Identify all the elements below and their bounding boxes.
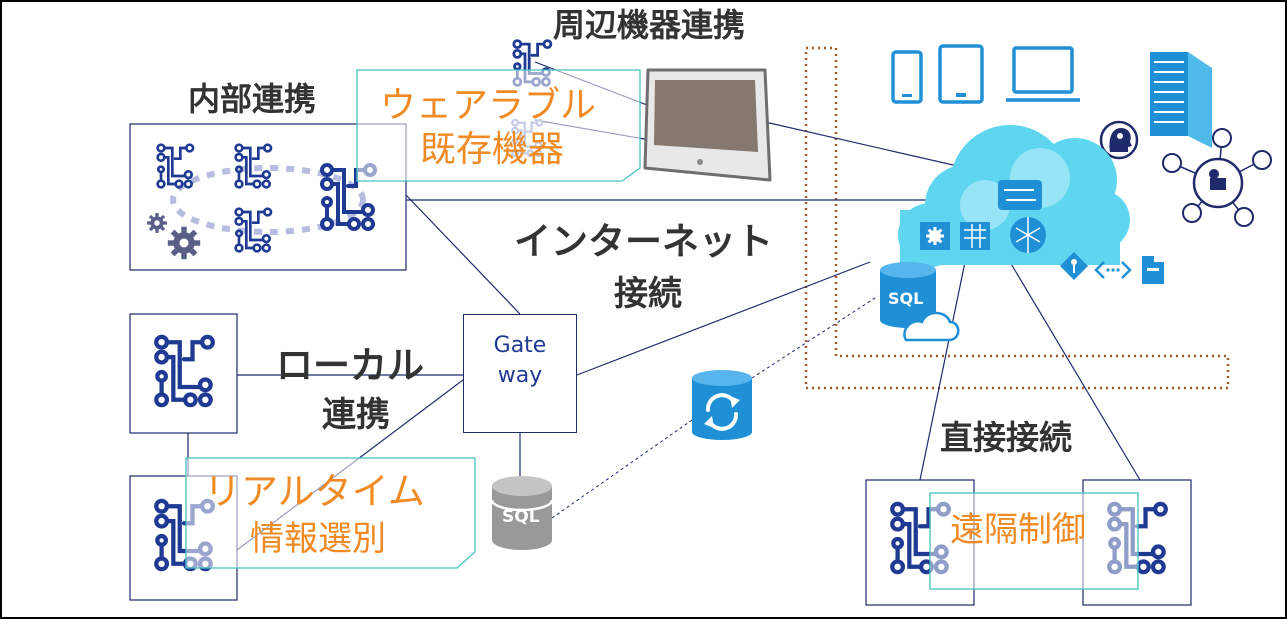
local-link-label: 連携: [322, 395, 390, 435]
gateway-label-line2: way: [497, 363, 543, 388]
cognitive-head-icon: [1099, 120, 1139, 160]
local-label: ローカル: [276, 344, 424, 387]
server-rack-icon: [1150, 52, 1212, 148]
access-icons: [1060, 252, 1164, 284]
client-devices: [891, 44, 1080, 104]
local-sql-label: SQL: [502, 507, 540, 527]
gateway-box: Gate way: [463, 314, 577, 433]
cloud-region-border: [804, 46, 1230, 390]
internet-connect-label: 接続: [614, 274, 682, 314]
remote-note: [929, 492, 1139, 590]
data-hub-icon: [1162, 128, 1272, 227]
remote-control-label: 遠隔制御: [950, 510, 1086, 550]
database-icon: [880, 262, 960, 342]
connector-lines: [187, 61, 1141, 551]
tablet-icon: [938, 44, 984, 104]
existing-device-label: 既存機器: [420, 129, 565, 170]
realtime-label: リアルタイム: [204, 470, 425, 513]
local-board-panel: [129, 313, 238, 434]
gear-icon: [926, 227, 944, 245]
phone-icon: [891, 50, 923, 104]
laptop-icon: [1006, 46, 1080, 102]
gateway-label-line1: Gate: [493, 333, 547, 358]
sync-icon: [692, 370, 752, 440]
info-select-label: 情報選別: [250, 519, 386, 559]
direct-label: 直接接続: [940, 418, 1072, 457]
internet-label: インターネット: [514, 220, 773, 263]
cloud-services: [920, 180, 1046, 253]
wearable-label: ウェアラブル: [380, 85, 597, 126]
local-database-icon: [490, 476, 554, 550]
peripheral-label: 周辺機器連携: [553, 6, 746, 44]
sync-lines: [551, 295, 879, 519]
internal-link-ring: [170, 165, 366, 235]
realtime-note: [185, 457, 476, 569]
gear-icon: [167, 226, 201, 260]
gear-icon: [147, 213, 167, 233]
internal-label: 内部連携: [188, 80, 317, 118]
tablet-device-icon: [643, 68, 772, 182]
wearable-note: [356, 69, 641, 182]
cloud-sql-label: SQL: [888, 289, 924, 308]
